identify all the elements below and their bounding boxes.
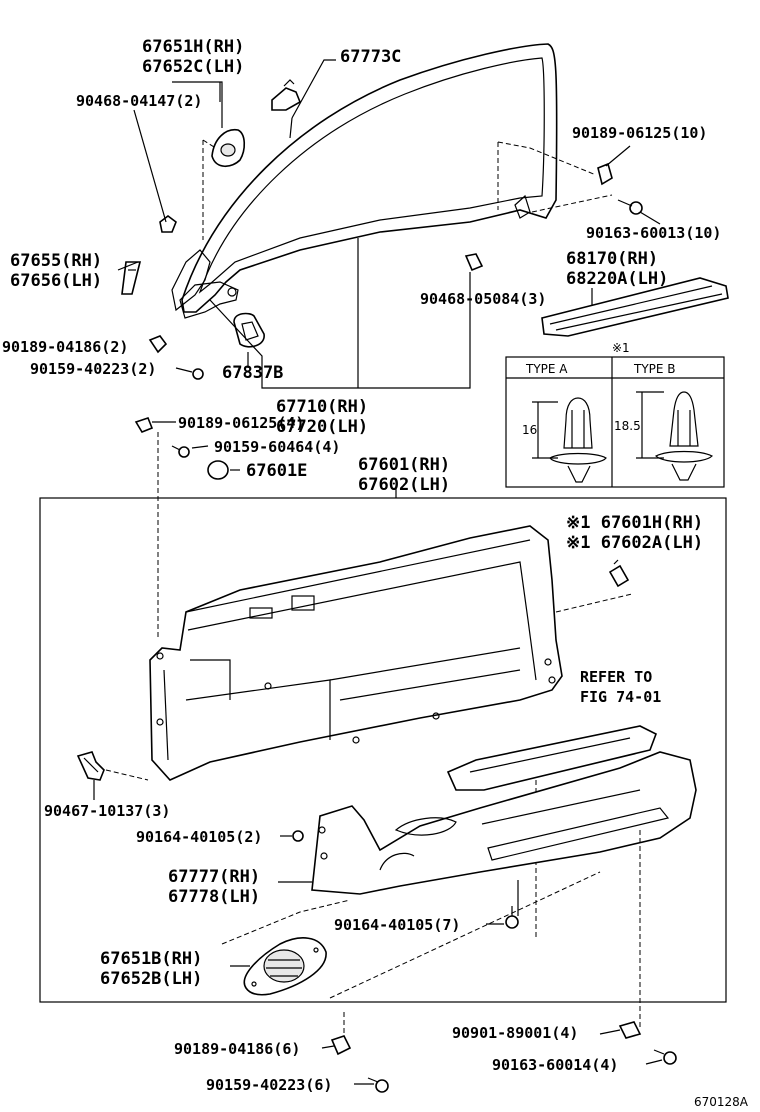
label-90189-06125-10: 90189-06125(10) xyxy=(572,124,707,142)
label-67652b: 67652B(LH) xyxy=(100,969,202,989)
screw-90164-40105-b xyxy=(505,906,519,929)
label-90189-04186-2: 90189-04186(2) xyxy=(2,338,128,356)
label-67602a: ※1 67602A(LH) xyxy=(566,533,703,553)
table-type-a: TYPE A xyxy=(525,362,568,376)
clip-90901-89001 xyxy=(618,1021,642,1039)
label-90159-40223-2: 90159-40223(2) xyxy=(30,360,156,378)
label-67601h: ※1 67601H(RH) xyxy=(566,513,703,533)
table-type-b: TYPE B xyxy=(633,362,676,376)
guide-line xyxy=(221,899,351,945)
leader-line xyxy=(191,445,209,449)
label-90468-04147: 90468-04147(2) xyxy=(76,92,202,110)
moulding-68170 xyxy=(541,277,729,337)
label-67837b: 67837B xyxy=(222,363,283,383)
leader-line xyxy=(645,1059,663,1065)
type-table xyxy=(505,356,725,488)
cap-67601e xyxy=(207,460,229,480)
leader-line xyxy=(599,1029,621,1035)
label-90159-40223-6: 90159-40223(6) xyxy=(206,1076,332,1094)
armrest-pad xyxy=(446,725,658,791)
door-trim-panel xyxy=(149,525,563,781)
label-90164-40105-2: 90164-40105(2) xyxy=(136,828,262,846)
screw-90164-40105-a xyxy=(292,830,304,842)
label-67651h: 67651H(RH) xyxy=(142,37,244,57)
label-90189-04186-6: 90189-04186(6) xyxy=(174,1040,300,1058)
label-67655: 67655(RH) xyxy=(10,251,102,271)
label-68220a: 68220A(LH) xyxy=(566,269,668,289)
table-dim-b: 18.5 xyxy=(614,419,641,433)
screw-90159-40223-a xyxy=(192,368,204,380)
label-67652c: 67652C(LH) xyxy=(142,57,244,77)
label-90163-60013: 90163-60013(10) xyxy=(586,224,721,242)
guide-line xyxy=(555,593,633,613)
clip-90468-04147 xyxy=(159,215,177,233)
grommet-67837b xyxy=(233,312,265,348)
leader-line xyxy=(172,81,223,128)
label-90163-60014: 90163-60014(4) xyxy=(492,1056,618,1074)
label-67602: 67602(LH) xyxy=(358,475,450,495)
leader-line xyxy=(175,367,193,373)
guide-line xyxy=(497,141,597,176)
leader-line xyxy=(639,211,661,225)
leader-line xyxy=(291,59,336,119)
strip-67655 xyxy=(121,261,142,295)
cover-67651h xyxy=(211,129,246,168)
screw-90159-60464 xyxy=(171,445,190,458)
leader-line xyxy=(133,109,167,223)
leader-line xyxy=(321,1045,335,1049)
label-67710: 67710(RH) xyxy=(276,397,368,417)
table-dim-a: 16 xyxy=(522,423,537,437)
label-67778: 67778(LH) xyxy=(168,887,260,907)
clip-90189-06125-b xyxy=(134,417,154,433)
screw-90163-60013 xyxy=(617,199,643,215)
label-67601: 67601(RH) xyxy=(358,455,450,475)
guide-line xyxy=(329,871,601,999)
label-67777: 67777(RH) xyxy=(168,867,260,887)
leader-line xyxy=(117,261,139,271)
window-frame-part xyxy=(171,43,558,319)
screw-90159-40223-b xyxy=(367,1077,389,1093)
clip-67601h xyxy=(608,559,630,588)
label-90189-06125-4: 90189-06125(4) xyxy=(178,414,304,432)
label-67720: 67720(LH) xyxy=(276,417,368,437)
label-67656: 67656(LH) xyxy=(10,271,102,291)
figure-code: 670128A xyxy=(694,1095,749,1109)
clip-90468-05084 xyxy=(464,253,484,272)
speaker-grille-67651b xyxy=(243,937,327,996)
label-67773c: 67773C xyxy=(340,47,401,67)
table-note: ※1 xyxy=(612,341,630,355)
label-fig-74-01: FIG 74-01 xyxy=(580,688,661,706)
label-90901-89001: 90901-89001(4) xyxy=(452,1024,578,1042)
label-90159-60464: 90159-60464(4) xyxy=(214,438,340,456)
clip-90467-10137 xyxy=(76,751,105,781)
lower-trim-67777 xyxy=(311,751,697,895)
clip-90189-04186-a xyxy=(148,335,168,354)
label-90467-10137: 90467-10137(3) xyxy=(44,802,170,820)
guide-line xyxy=(105,769,149,781)
clip-90189-06125-a xyxy=(597,162,613,186)
label-90468-05084: 90468-05084(3) xyxy=(420,290,546,308)
clip-90189-04186-b xyxy=(330,1035,352,1056)
leader-line xyxy=(289,117,293,139)
label-90164-40105-7: 90164-40105(7) xyxy=(334,916,460,934)
label-refer-to: REFER TO xyxy=(580,668,652,686)
clip-67773c xyxy=(271,79,302,111)
leader-line xyxy=(272,272,471,389)
screw-90163-60014 xyxy=(653,1049,677,1065)
leader-line xyxy=(209,299,272,389)
assembly-box xyxy=(39,497,727,1003)
label-67601e: 67601E xyxy=(246,461,307,481)
leader-line xyxy=(605,145,631,167)
label-68170: 68170(RH) xyxy=(566,249,658,269)
guide-line xyxy=(531,194,613,213)
label-67651b: 67651B(RH) xyxy=(100,949,202,969)
